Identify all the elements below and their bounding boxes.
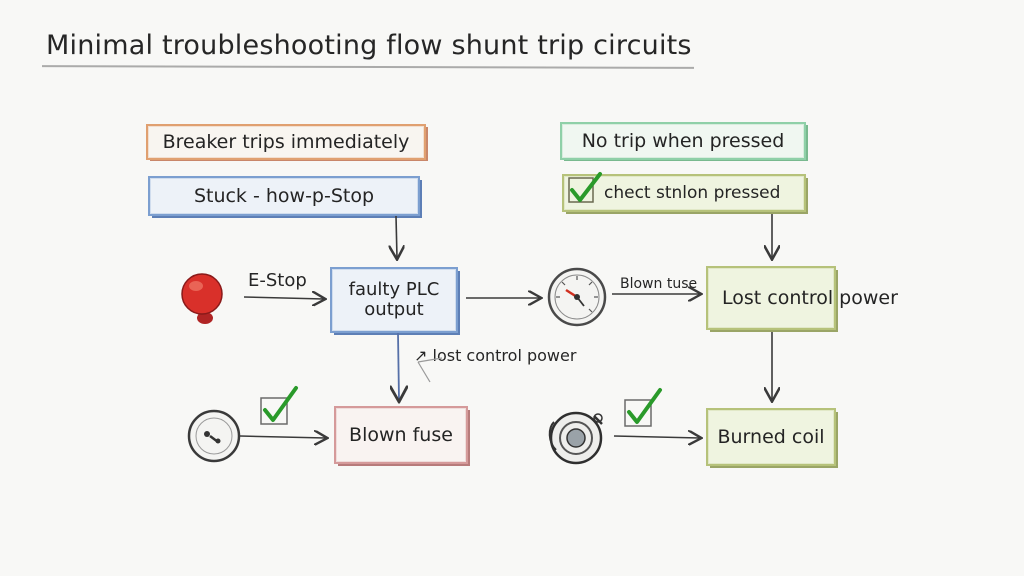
arrow-check-to-fuse	[239, 436, 326, 438]
box-burned-coil-label: Burned coil	[717, 425, 825, 448]
arrow-estop-to-plc	[243, 297, 324, 299]
arrow-plc-to-fuse	[398, 332, 399, 400]
box-no-trip: No trip when pressed	[560, 122, 806, 160]
box-breaker-trips: Breaker trips immediately	[146, 124, 426, 160]
arrow-coil-icon-to-coil	[613, 436, 700, 438]
box-stuck: Stuck - how-p-Stop	[148, 176, 420, 216]
label-blown-tuse: Blown tuse	[620, 276, 698, 292]
box-blown-fuse-left-label: Blown fuse	[349, 423, 453, 446]
coil-icon	[548, 411, 603, 465]
box-faulty-plc: faulty PLC output	[330, 267, 458, 333]
checkmark-icon	[260, 386, 298, 425]
checkmark-icon	[568, 172, 602, 203]
box-no-trip-label: No trip when pressed	[581, 129, 785, 152]
page-title: Minimal troubleshooting flow shunt trip …	[46, 30, 692, 61]
box-faulty-plc-label: faulty PLC output	[348, 279, 440, 320]
box-lost-control-power-label: Lost control power	[722, 286, 898, 309]
box-stuck-label: Stuck - how-p-Stop	[193, 184, 375, 207]
box-breaker-trips-label: Breaker trips immediately	[162, 130, 410, 153]
box-blown-fuse-left: Blown fuse	[334, 406, 468, 464]
box-burned-coil: Burned coil	[706, 408, 836, 466]
title-underline	[41, 65, 695, 69]
arrow-stuck-to-plc	[396, 215, 397, 258]
label-lost-control-power: ↗ lost control power	[414, 346, 577, 365]
label-estop: E-Stop	[248, 270, 307, 291]
fuse-dial-icon	[187, 409, 241, 463]
box-check-label: chect stnlon pressed	[604, 182, 781, 203]
estop-button-icon	[181, 273, 223, 324]
box-lost-control-power: Lost control power	[706, 266, 898, 330]
box-check: chect stnlon pressed	[562, 174, 806, 212]
checkmark-icon	[624, 388, 662, 427]
gauge-icon	[547, 267, 607, 327]
